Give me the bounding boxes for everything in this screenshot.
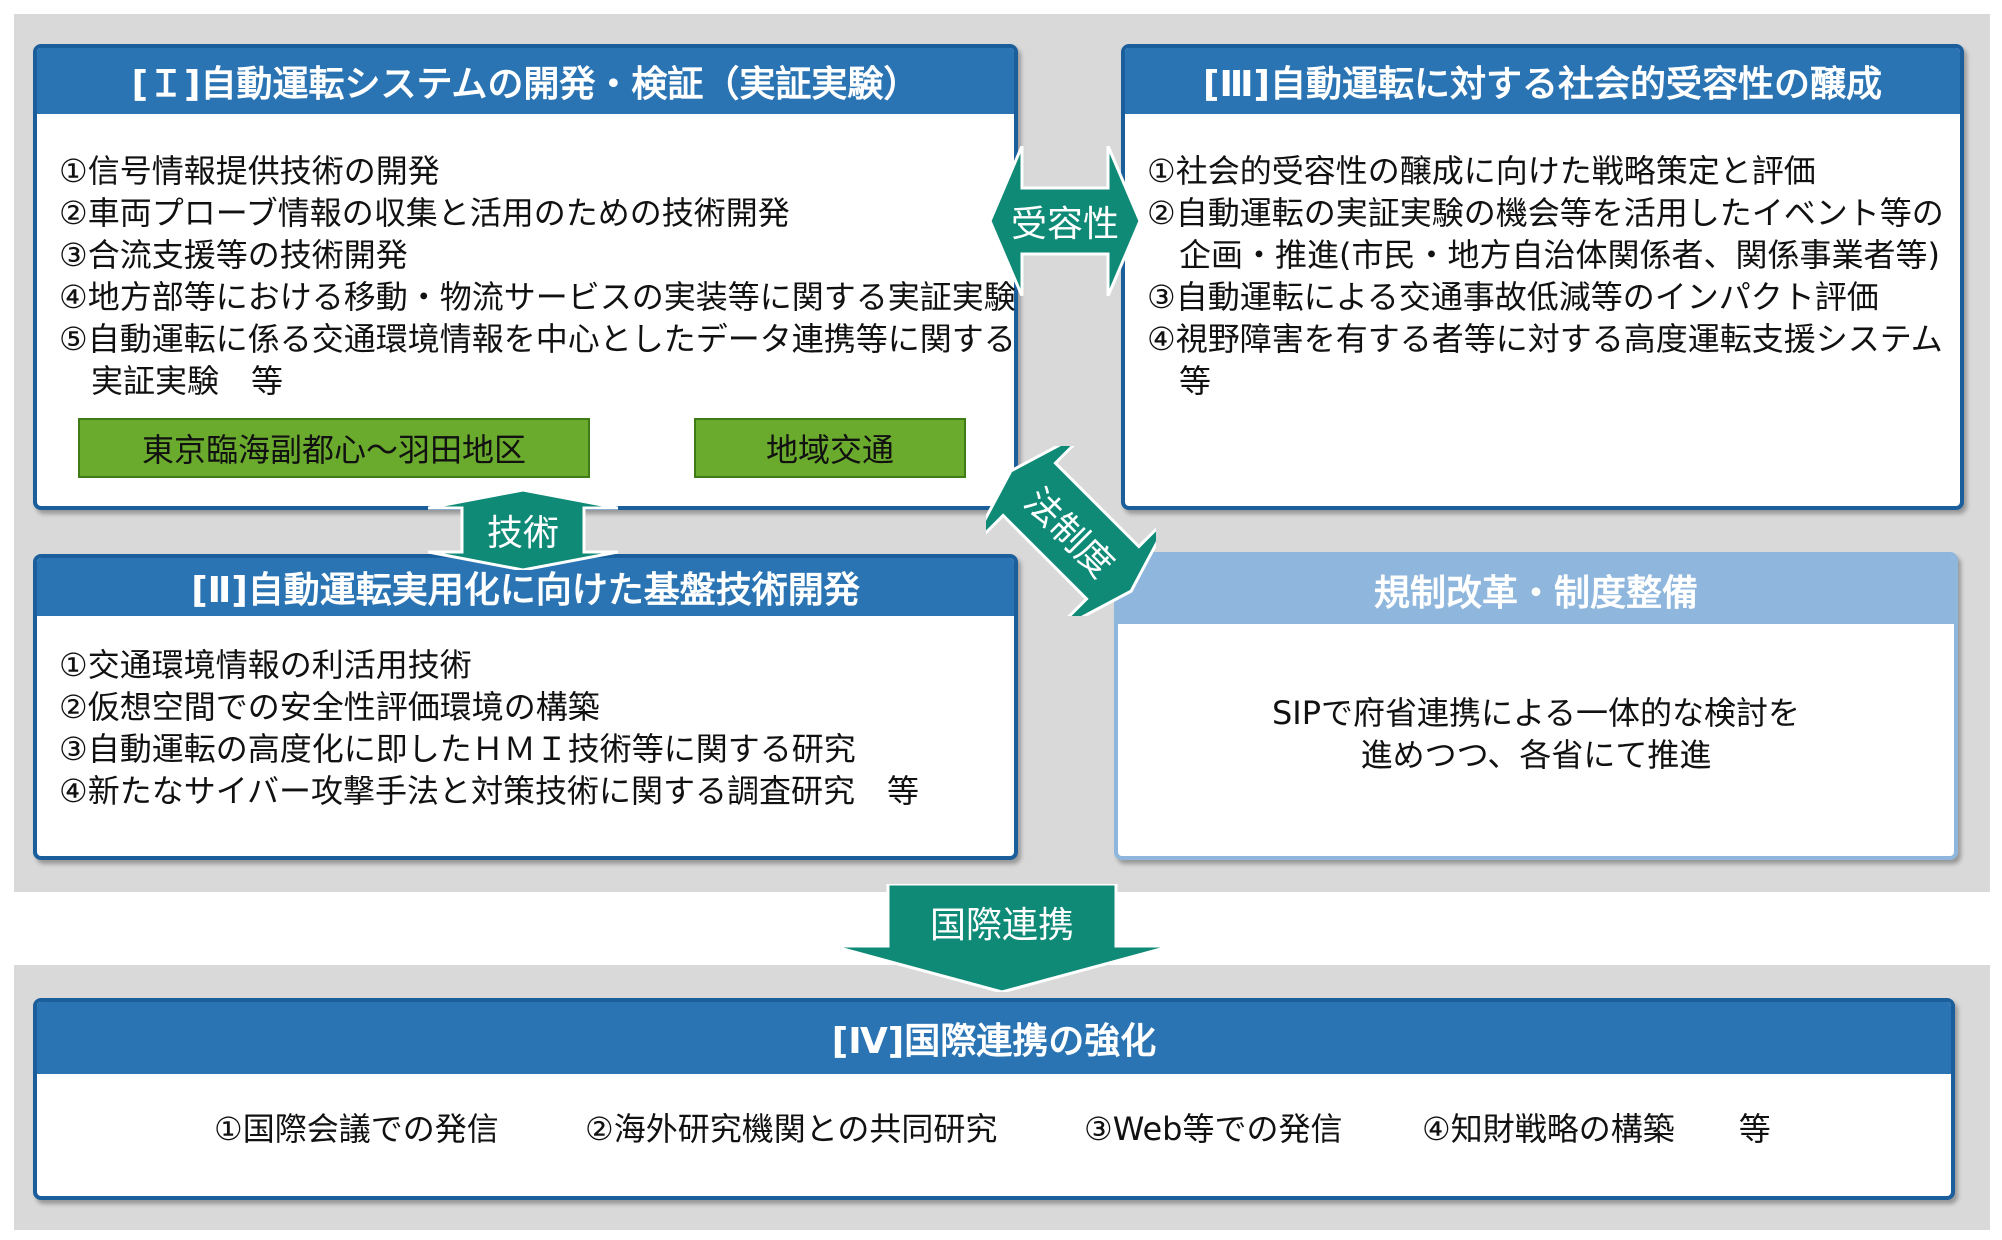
list-item: ②自動運転の実証実験の機会等を活用したイベント等の [1147,194,1944,232]
international-down-arrow-icon [832,884,1172,992]
box-social-acceptance-title: [Ⅲ]自動運転に対する社会的受容性の醸成 [1125,48,1960,114]
box-system-development-title: [Ｉ]自動運転システムの開発・検証（実証実験） [37,48,1014,114]
intl-item-1: ①国際会議での発信 [214,1110,499,1148]
list-item: ③合流支援等の技術開発 [59,236,408,274]
list-item: 等 [1179,362,1212,400]
box-system-development-list: ①信号情報提供技術の開発 ②車両プローブ情報の収集と活用のための技術開発 ③合流… [59,150,1016,402]
acceptance-double-arrow-icon [990,146,1140,296]
box-basic-technology-title: [Ⅱ]自動運転実用化に向けた基盤技術開発 [37,558,1014,616]
box-international: [Ⅳ]国際連携の強化 [33,998,1955,1200]
tag-tokyo-haneda: 東京臨海副都心～羽田地区 [78,418,590,478]
tag-regional-transport: 地域交通 [694,418,966,478]
acceptance-label: 受容性 [1010,204,1119,245]
box-regulatory-reform-title: 規制改革・制度整備 [1118,556,1954,624]
law-double-arrow-icon [986,446,1156,616]
intl-item-2: ②海外研究機関との共同研究 [585,1110,998,1148]
box-social-acceptance-list: ①社会的受容性の醸成に向けた戦略策定と評価 ②自動運転の実証実験の機会等を活用し… [1147,150,1944,402]
box-regulatory-reform: 規制改革・制度整備 SIPで府省連携による一体的な検討を 進めつつ、各省にて推進 [1114,552,1958,860]
list-item: ③自動運転の高度化に即したＨＭＩ技術等に関する研究 [59,730,856,768]
list-item: ④視野障害を有する者等に対する高度運転支援システム [1147,320,1943,358]
list-item: 実証実験 等 [91,362,284,400]
list-item: 企画・推進(市民・地方自治体関係者、関係事業者等) [1179,236,1940,274]
regulatory-text-line-1: SIPで府省連携による一体的な検討を [1271,694,1801,732]
international-label: 国際連携 [929,905,1074,946]
list-item: ④新たなサイバー攻撃手法と対策技術に関する調査研究 等 [59,772,920,810]
list-item: ②車両プローブ情報の収集と活用のための技術開発 [59,194,790,232]
list-item: ①交通環境情報の利活用技術 [59,646,472,684]
list-item: ①信号情報提供技術の開発 [59,152,440,190]
regulatory-text-line-2: 進めつつ、各省にて推進 [1360,736,1712,774]
box-social-acceptance: [Ⅲ]自動運転に対する社会的受容性の醸成 ①社会的受容性の醸成に向けた戦略策定と… [1121,44,1964,510]
list-item: ③自動運転による交通事故低減等のインパクト評価 [1147,278,1879,316]
list-item: ④地方部等における移動・物流サービスの実装等に関する実証実験 [59,278,1016,316]
box-basic-technology-list: ①交通環境情報の利活用技術 ②仮想空間での安全性評価環境の構築 ③自動運転の高度… [59,644,919,812]
intl-item-4: ④知財戦略の構築 等 [1422,1110,1771,1148]
technology-double-arrow-icon [428,490,618,570]
list-item: ②仮想空間での安全性評価環境の構築 [59,688,600,726]
intl-item-3: ③Web等での発信 [1084,1110,1343,1148]
technology-label: 技術 [486,513,559,554]
list-item: ①社会的受容性の醸成に向けた戦略策定と評価 [1147,152,1816,190]
box-international-title: [Ⅳ]国際連携の強化 [37,1002,1951,1074]
box-basic-technology: [Ⅱ]自動運転実用化に向けた基盤技術開発 ①交通環境情報の利活用技術 ②仮想空間… [33,554,1018,860]
list-item: ⑤自動運転に係る交通環境情報を中心としたデータ連携等に関する [59,320,1016,358]
